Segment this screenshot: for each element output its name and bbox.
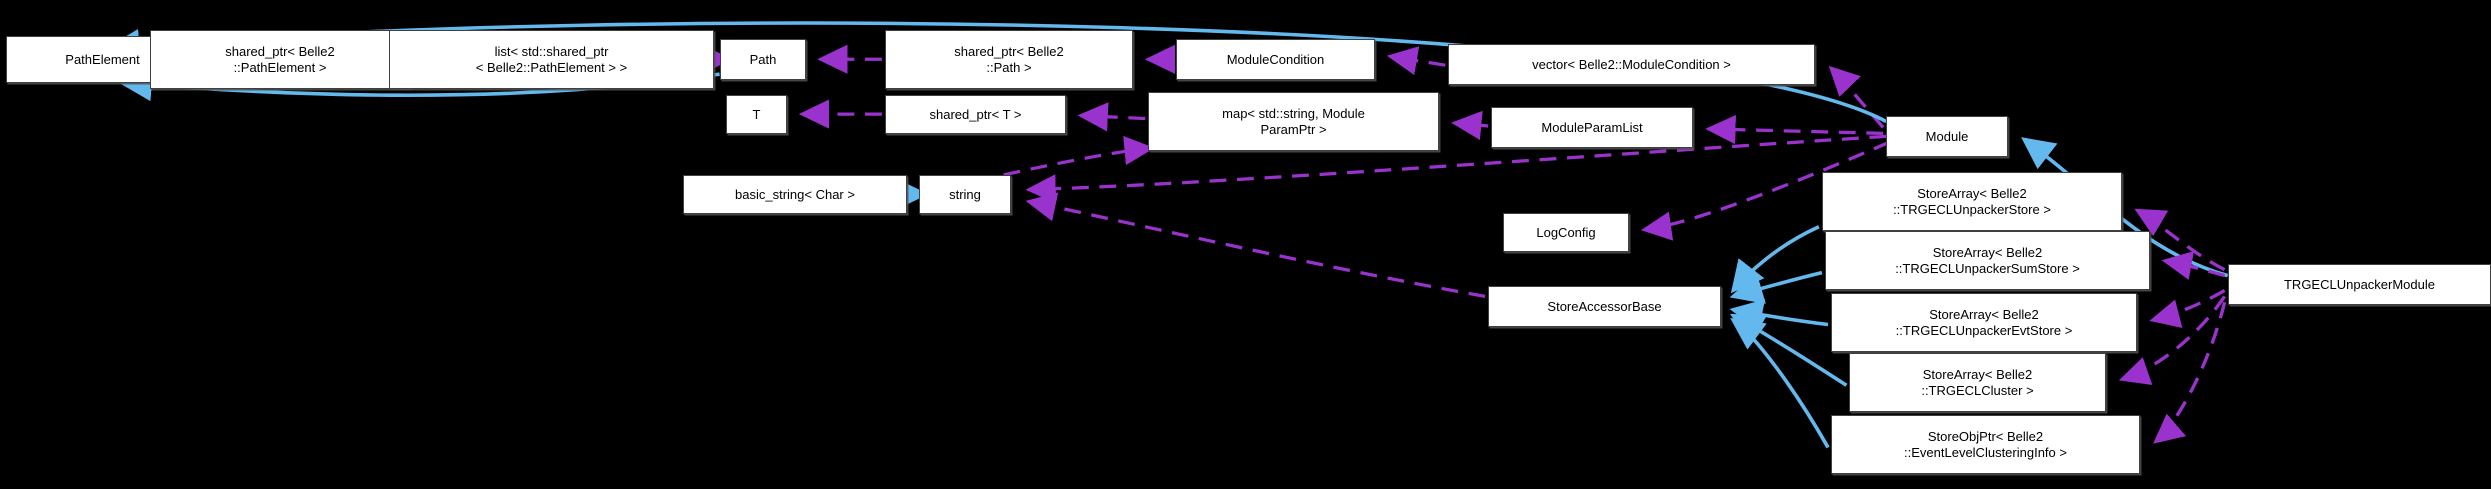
node-label-string: string <box>949 187 981 202</box>
node-label-sharedptr_path: shared_ptr< Belle2 ::Path > <box>954 43 1064 75</box>
node-path[interactable]: Path <box>720 39 806 80</box>
edge-trgeclunpackermodule-to-evtstore <box>2149 289 2226 328</box>
node-t[interactable]: T <box>726 95 787 134</box>
edge-map-to-sharedptr-t <box>1077 102 1146 132</box>
node-label-trgeclunpackermodule: TRGECLUnpackerModule <box>2283 277 2435 292</box>
node-storearray_cluster[interactable]: StoreArray< Belle2 ::TRGECLCluster > <box>1849 353 2106 412</box>
edge-storearray-cluster-inherits <box>1729 313 1848 387</box>
node-modulecondition[interactable]: ModuleCondition <box>1176 39 1375 80</box>
node-label-pathelement: PathElement <box>65 52 140 67</box>
node-label-storearray_cluster: StoreArray< Belle2 ::TRGECLCluster > <box>1921 366 2034 398</box>
node-list_sharedptr[interactable]: list< std::shared_ptr < Belle2::PathElem… <box>389 30 714 89</box>
node-sharedptr_path[interactable]: shared_ptr< Belle2 ::Path > <box>885 30 1133 89</box>
node-label-sharedptr_t: shared_ptr< T > <box>929 107 1022 122</box>
node-sharedptr_pathelement[interactable]: shared_ptr< Belle2 ::PathElement > <box>150 30 410 89</box>
edge-trgeclunpackermodule-to-sumstore <box>2161 251 2226 280</box>
node-label-storeaccessorbase: StoreAccessorBase <box>1547 299 1662 314</box>
node-storeobjptr_evtlevel[interactable]: StoreObjPtr< Belle2 ::EventLevelClusteri… <box>1831 415 2140 474</box>
node-label-moduleparamlist: ModuleParamList <box>1541 120 1643 135</box>
node-label-storearray_sumstore: StoreArray< Belle2 ::TRGECLUnpackerSumSt… <box>1895 244 2080 276</box>
edge-trgeclunpackermodule-to-cluster <box>2118 295 2227 386</box>
node-label-storearray_unpackerstore: StoreArray< Belle2 ::TRGECLUnpackerStore… <box>1893 185 2051 217</box>
edge-vector-to-modulecondition <box>1386 46 1446 76</box>
node-logconfig[interactable]: LogConfig <box>1503 213 1629 252</box>
node-moduleparamlist[interactable]: ModuleParamList <box>1491 107 1693 148</box>
edge-storearray-evtstore-inherits <box>1729 299 1829 331</box>
node-label-storeobjptr_evtlevel: StoreObjPtr< Belle2 ::EventLevelClusteri… <box>1904 428 2067 460</box>
edge-trgeclunpackermodule-to-unpackerstore <box>2134 208 2226 272</box>
node-label-modulecondition: ModuleCondition <box>1226 52 1325 67</box>
node-label-sharedptr_pathelement: shared_ptr< Belle2 ::PathElement > <box>225 43 335 75</box>
node-label-module: Module <box>1925 129 1969 144</box>
node-storearray_sumstore[interactable]: StoreArray< Belle2 ::TRGECLUnpackerSumSt… <box>1825 231 2150 290</box>
node-string[interactable]: string <box>919 175 1011 214</box>
edge-storeaccessorbase-to-string <box>1025 192 1486 298</box>
edge-storeobjptr-inherits <box>1730 318 1830 449</box>
node-label-t: T <box>752 107 761 122</box>
node-vector_modulecondition[interactable]: vector< Belle2::ModuleCondition > <box>1448 44 1815 85</box>
node-label-logconfig: LogConfig <box>1536 225 1596 240</box>
node-sharedptr_t[interactable]: shared_ptr< T > <box>885 95 1066 134</box>
node-trgeclunpackermodule[interactable]: TRGECLUnpackerModule <box>2228 264 2491 305</box>
node-label-list_sharedptr: list< std::shared_ptr < Belle2::PathElem… <box>475 43 628 75</box>
node-label-basic_string: basic_string< Char > <box>735 187 855 202</box>
edge-moduleparamlist-to-map <box>1451 110 1489 140</box>
node-label-map_moduleparam: map< std::string, Module ParamPtr > <box>1222 105 1365 137</box>
node-module[interactable]: Module <box>1886 116 2008 157</box>
node-storeaccessorbase[interactable]: StoreAccessorBase <box>1488 286 1721 327</box>
node-storearray_unpackerstore[interactable]: StoreArray< Belle2 ::TRGECLUnpackerStore… <box>1822 172 2122 231</box>
edge-module-to-vector <box>1828 65 1885 129</box>
node-label-path: Path <box>749 52 777 67</box>
node-label-storearray_evtstore: StoreArray< Belle2 ::TRGECLUnpackerEvtSt… <box>1895 306 2073 338</box>
node-basic_string[interactable]: basic_string< Char > <box>683 175 907 214</box>
node-label-vector_modulecondition: vector< Belle2::ModuleCondition > <box>1532 57 1731 72</box>
edge-trgeclunpackermodule-to-storeobjptr <box>2153 301 2227 444</box>
node-map_moduleparam[interactable]: map< std::string, Module ParamPtr > <box>1148 92 1439 151</box>
edge-storearray-sumstore-inherits <box>1729 270 1823 304</box>
node-storearray_evtstore[interactable]: StoreArray< Belle2 ::TRGECLUnpackerEvtSt… <box>1831 293 2137 352</box>
edge-module-to-moduleparamlist <box>1705 114 1884 145</box>
edge-storearray-unpackerstore-inherits <box>1730 225 1820 294</box>
